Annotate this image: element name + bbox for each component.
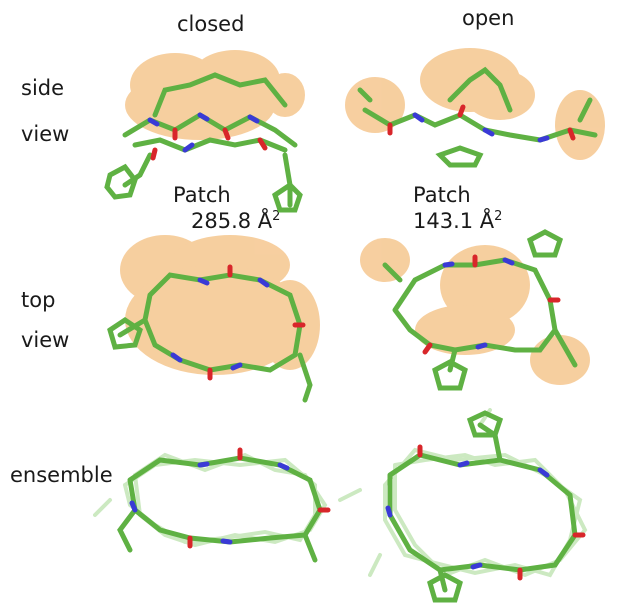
patch-value-closed-wrap: 285.8 Å2 [173, 208, 280, 234]
row-label-top-view: view [21, 328, 70, 352]
patch-exp-closed: 2 [272, 209, 281, 225]
closed-top-view-structure [100, 225, 330, 405]
nitrogen-atoms [170, 277, 270, 371]
side-chain-ring [107, 316, 143, 350]
patch-value-closed: 285.8 Å [191, 209, 273, 234]
surface-patch [360, 238, 590, 385]
open-top-view-structure [355, 220, 595, 405]
oxygen-atoms [422, 254, 561, 355]
backbone [382, 257, 578, 373]
row-label-side-view: view [21, 122, 70, 146]
row-label-ensemble: ensemble [10, 463, 113, 487]
patch-label-closed: Patch [173, 183, 231, 207]
backbone [357, 66, 598, 143]
side-chain-ring [526, 229, 564, 258]
oxygen-atoms [417, 444, 586, 581]
nitrogen-atoms [147, 112, 260, 153]
closed-ensemble-structure [90, 420, 370, 570]
closed-side-view-structure [95, 45, 310, 215]
surface-patch [345, 48, 605, 160]
patch-value-open-wrap: 143.1 Å2 [413, 208, 502, 234]
patch-annotation-closed: Patch 285.8 Å2 [173, 182, 280, 235]
column-label-closed: closed [177, 12, 245, 36]
side-chain-ring [427, 572, 463, 603]
open-side-view-structure [340, 40, 610, 180]
side-chain-ring [432, 359, 468, 391]
oxygen-atoms [207, 264, 306, 381]
nitrogen-atoms [442, 257, 515, 350]
oxygen-atoms [387, 104, 576, 141]
patch-value-open: 143.1 Å [413, 209, 495, 234]
patch-exp-open: 2 [494, 209, 503, 225]
side-chain-ring [104, 163, 303, 213]
nitrogen-atoms [412, 112, 550, 143]
patch-annotation-open: Patch 143.1 Å2 [413, 182, 502, 235]
nitrogen-atoms [385, 460, 550, 570]
side-chain-ring [466, 410, 504, 438]
oxygen-atoms [150, 127, 268, 161]
row-label-top: top [21, 288, 56, 312]
open-ensemble-structure [360, 405, 610, 605]
patch-label-open: Patch [413, 183, 471, 207]
nitrogen-atoms [129, 461, 290, 545]
row-label-side: side [21, 76, 65, 100]
oxygen-atoms [187, 447, 331, 549]
side-chain-ring [435, 145, 484, 168]
column-label-open: open [462, 6, 515, 30]
